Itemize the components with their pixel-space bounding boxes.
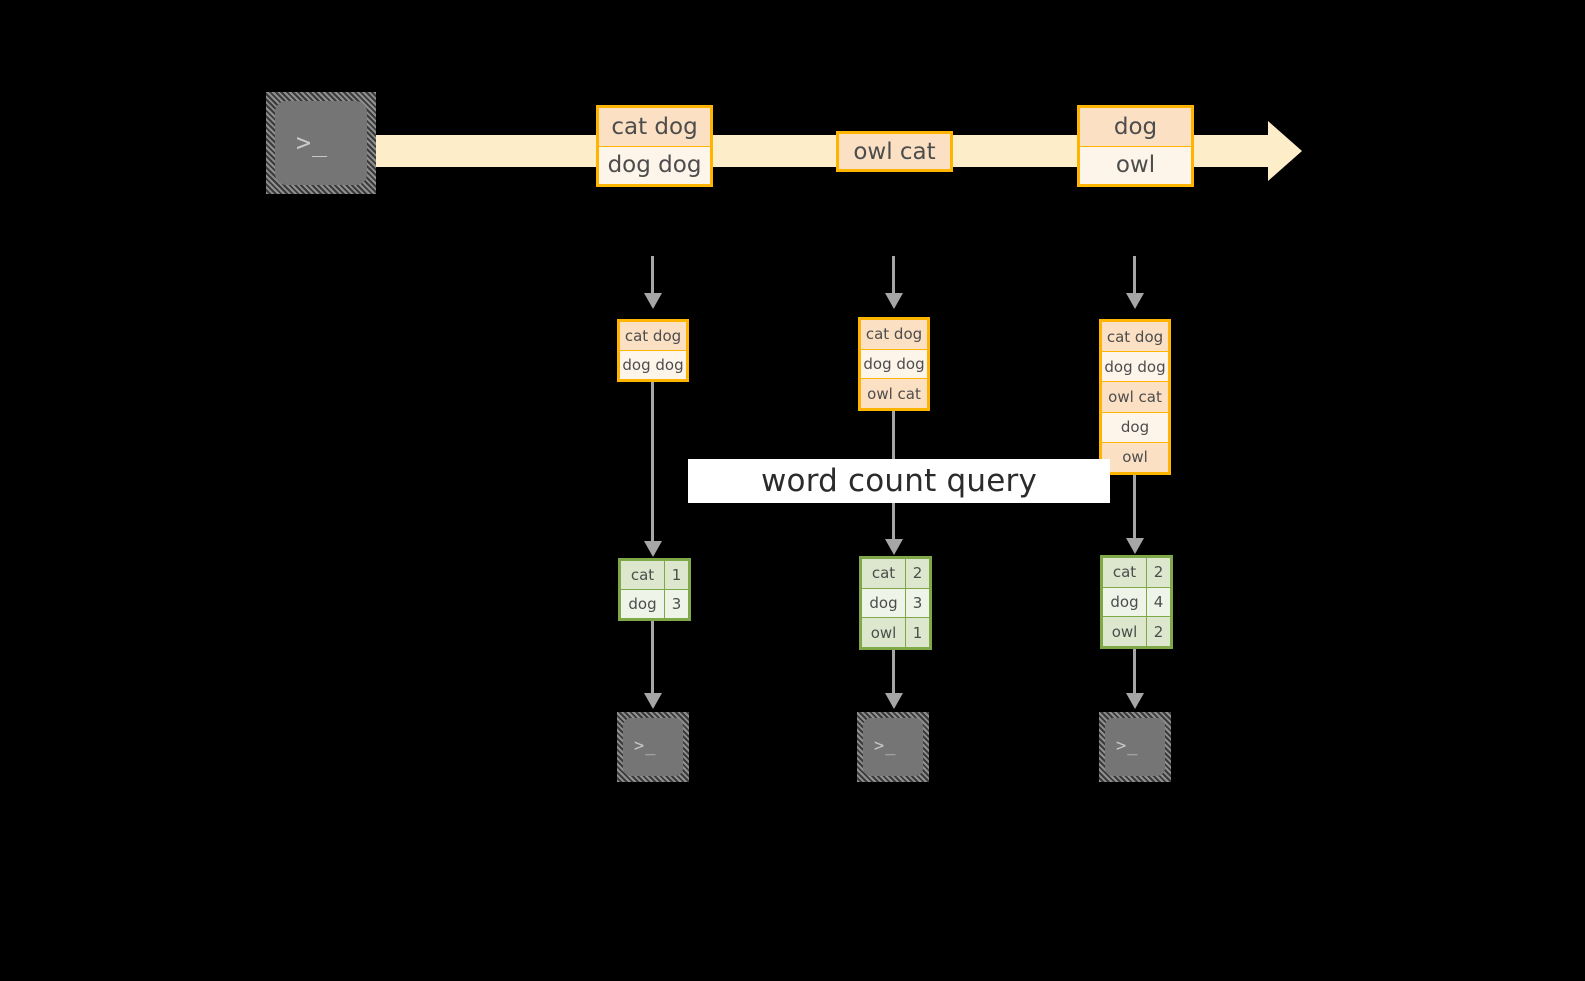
col-2-input-line-1: cat dog xyxy=(861,320,927,350)
stream-batch-1-line-1: cat dog xyxy=(599,108,710,147)
col-1-result-word-1: cat xyxy=(621,561,665,589)
col-1-sink-console-icon: >_ xyxy=(617,712,689,782)
console-screen xyxy=(275,101,367,185)
col-3-sink-arrowhead-icon xyxy=(1126,693,1144,709)
col-1-result-table: cat 1 dog 3 xyxy=(618,558,691,621)
col-1-sink-arrowhead-icon xyxy=(644,693,662,709)
col-3-trigger-line xyxy=(1133,256,1136,294)
col-2-result-count-2: 3 xyxy=(906,588,929,618)
stream-batch-2: owl cat xyxy=(836,131,953,172)
col-1-result-count-2: 3 xyxy=(665,590,688,618)
col-3-result-row-2: dog 4 xyxy=(1103,587,1170,618)
col-1-sink-line xyxy=(651,621,654,695)
col-3-result-word-1: cat xyxy=(1103,558,1147,587)
stream-batch-2-line-1: owl cat xyxy=(839,134,950,169)
col-3-result-table: cat 2 dog 4 owl 2 xyxy=(1100,555,1173,649)
col-3-result-row-1: cat 2 xyxy=(1103,558,1170,588)
col-2-result-row-3: owl 1 xyxy=(862,618,929,648)
col-1-sink-console-prompt: >_ xyxy=(634,736,657,756)
col-3-query-arrowhead-icon xyxy=(1126,538,1144,554)
col-1-result-row-2: dog 3 xyxy=(621,590,688,618)
col-2-sink-arrowhead-icon xyxy=(885,693,903,709)
col-1-trigger-line xyxy=(651,256,654,294)
col-2-input-table: cat dog dog dog owl cat xyxy=(858,317,930,411)
stream-batch-1: cat dog dog dog xyxy=(596,105,713,187)
col-3-result-count-2: 4 xyxy=(1147,587,1170,617)
query-banner: word count query xyxy=(688,459,1110,503)
source-console-prompt: >_ xyxy=(296,128,329,157)
col-2-result-word-1: cat xyxy=(862,559,906,588)
col-3-sink-console-icon: >_ xyxy=(1099,712,1171,782)
col-1-query-line xyxy=(651,382,654,552)
col-2-result-table: cat 2 dog 3 owl 1 xyxy=(859,556,932,650)
col-3-query-line xyxy=(1133,475,1136,549)
col-2-trigger-line xyxy=(892,256,895,294)
col-2-result-row-1: cat 2 xyxy=(862,559,929,589)
stream-batch-3-line-1: dog xyxy=(1080,108,1191,147)
col-1-result-count-1: 1 xyxy=(665,561,688,589)
col-1-result-row-1: cat 1 xyxy=(621,561,688,590)
col-3-input-line-3: owl cat xyxy=(1102,382,1168,413)
col-3-sink-line xyxy=(1133,649,1136,695)
col-3-input-line-5: owl xyxy=(1102,442,1168,473)
col-3-input-table: cat dog dog dog owl cat dog owl xyxy=(1099,319,1171,475)
col-1-input-line-2: dog dog xyxy=(620,351,686,379)
console-screen xyxy=(863,718,923,776)
stream-batch-3: dog owl xyxy=(1077,105,1194,187)
console-screen xyxy=(1105,718,1165,776)
col-2-result-word-3: owl xyxy=(862,618,906,648)
col-2-result-count-3: 1 xyxy=(906,618,929,648)
col-3-result-count-3: 2 xyxy=(1147,617,1170,647)
col-3-result-word-3: owl xyxy=(1103,617,1147,647)
col-2-input-line-2: dog dog xyxy=(861,349,927,380)
col-2-sink-console-icon: >_ xyxy=(857,712,929,782)
stream-batch-1-line-2: dog dog xyxy=(599,146,710,184)
source-console-icon: >_ xyxy=(266,92,376,194)
col-1-input-table: cat dog dog dog xyxy=(617,319,689,382)
col-1-query-arrowhead-icon xyxy=(644,541,662,557)
col-2-sink-console-prompt: >_ xyxy=(874,736,897,756)
stream-arrowhead-icon xyxy=(1268,121,1302,181)
col-3-input-line-4: dog xyxy=(1102,412,1168,443)
col-2-result-word-2: dog xyxy=(862,588,906,618)
col-3-trigger-arrowhead-icon xyxy=(1126,293,1144,309)
col-2-trigger-arrowhead-icon xyxy=(885,293,903,309)
col-2-query-arrowhead-icon xyxy=(885,539,903,555)
col-3-result-row-3: owl 2 xyxy=(1103,617,1170,647)
console-screen xyxy=(623,718,683,776)
stream-batch-3-line-2: owl xyxy=(1080,146,1191,184)
col-2-result-row-2: dog 3 xyxy=(862,588,929,619)
col-3-input-line-1: cat dog xyxy=(1102,322,1168,353)
col-2-result-count-1: 2 xyxy=(906,559,929,588)
col-3-result-count-1: 2 xyxy=(1147,558,1170,587)
col-2-input-line-3: owl cat xyxy=(861,379,927,409)
col-2-sink-line xyxy=(892,650,895,695)
query-banner-label: word count query xyxy=(760,463,1038,499)
col-3-input-line-2: dog dog xyxy=(1102,352,1168,383)
col-3-sink-console-prompt: >_ xyxy=(1116,736,1139,756)
col-1-result-word-2: dog xyxy=(621,590,665,618)
col-1-input-line-1: cat dog xyxy=(620,322,686,351)
col-3-result-word-2: dog xyxy=(1103,587,1147,617)
col-1-trigger-arrowhead-icon xyxy=(644,293,662,309)
